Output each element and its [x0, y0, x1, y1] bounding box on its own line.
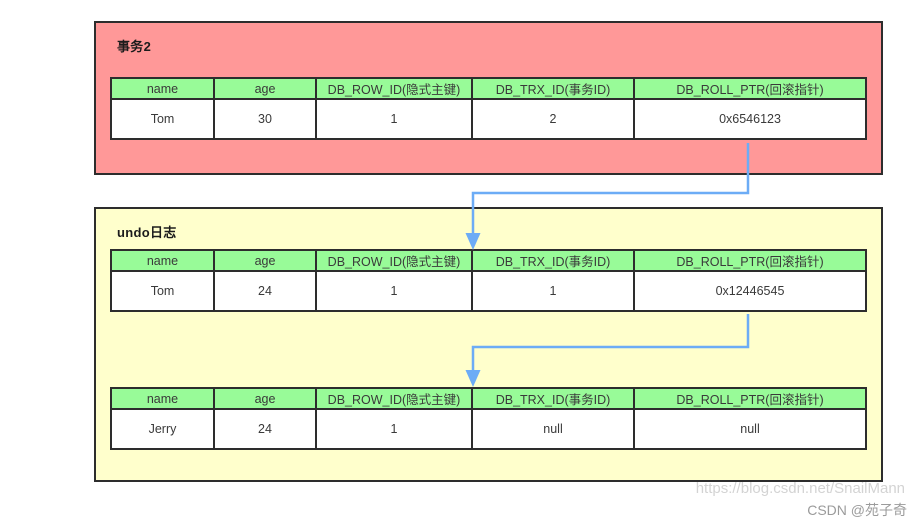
column-header-name: name — [110, 249, 215, 272]
cell-db-roll-ptr: 0x6546123 — [633, 98, 867, 140]
table-row: Tom 30 1 2 0x6546123 — [110, 98, 867, 140]
cell-db-roll-ptr: 0x12446545 — [633, 270, 867, 312]
watermark-credit: CSDN @苑子奇 — [807, 502, 907, 518]
column-header-db-row-id: DB_ROW_ID(隐式主键) — [315, 249, 473, 272]
cell-db-row-id: 1 — [315, 270, 473, 312]
column-header-db-trx-id: DB_TRX_ID(事务ID) — [471, 77, 635, 100]
cell-age: 30 — [213, 98, 317, 140]
cell-name: Tom — [110, 98, 215, 140]
table-header-row: name age DB_ROW_ID(隐式主键) DB_TRX_ID(事务ID)… — [110, 387, 867, 410]
column-header-age: age — [213, 77, 317, 100]
cell-db-row-id: 1 — [315, 98, 473, 140]
column-header-age: age — [213, 249, 317, 272]
table-row: Tom 24 1 1 0x12446545 — [110, 270, 867, 312]
undo-record-table-1: name age DB_ROW_ID(隐式主键) DB_TRX_ID(事务ID)… — [110, 249, 867, 312]
cell-db-roll-ptr: null — [633, 408, 867, 450]
cell-age: 24 — [213, 408, 317, 450]
column-header-db-roll-ptr: DB_ROLL_PTR(回滚指针) — [633, 249, 867, 272]
column-header-age: age — [213, 387, 317, 410]
cell-name: Jerry — [110, 408, 215, 450]
cell-age: 24 — [213, 270, 317, 312]
column-header-db-row-id: DB_ROW_ID(隐式主键) — [315, 77, 473, 100]
undo-log-panel-title: undo日志 — [117, 225, 177, 240]
undo-record-table-2: name age DB_ROW_ID(隐式主键) DB_TRX_ID(事务ID)… — [110, 387, 867, 450]
column-header-db-roll-ptr: DB_ROLL_PTR(回滚指针) — [633, 77, 867, 100]
column-header-db-row-id: DB_ROW_ID(隐式主键) — [315, 387, 473, 410]
table-header-row: name age DB_ROW_ID(隐式主键) DB_TRX_ID(事务ID)… — [110, 249, 867, 272]
column-header-db-trx-id: DB_TRX_ID(事务ID) — [471, 387, 635, 410]
cell-db-trx-id: null — [471, 408, 635, 450]
table-header-row: name age DB_ROW_ID(隐式主键) DB_TRX_ID(事务ID)… — [110, 77, 867, 100]
column-header-db-trx-id: DB_TRX_ID(事务ID) — [471, 249, 635, 272]
watermark-url: https://blog.csdn.net/SnailMann — [695, 480, 905, 497]
table-row: Jerry 24 1 null null — [110, 408, 867, 450]
column-header-name: name — [110, 387, 215, 410]
transaction-record-table: name age DB_ROW_ID(隐式主键) DB_TRX_ID(事务ID)… — [110, 77, 867, 140]
transaction-panel-title: 事务2 — [117, 39, 152, 54]
cell-db-trx-id: 1 — [471, 270, 635, 312]
cell-name: Tom — [110, 270, 215, 312]
column-header-db-roll-ptr: DB_ROLL_PTR(回滚指针) — [633, 387, 867, 410]
cell-db-row-id: 1 — [315, 408, 473, 450]
column-header-name: name — [110, 77, 215, 100]
cell-db-trx-id: 2 — [471, 98, 635, 140]
